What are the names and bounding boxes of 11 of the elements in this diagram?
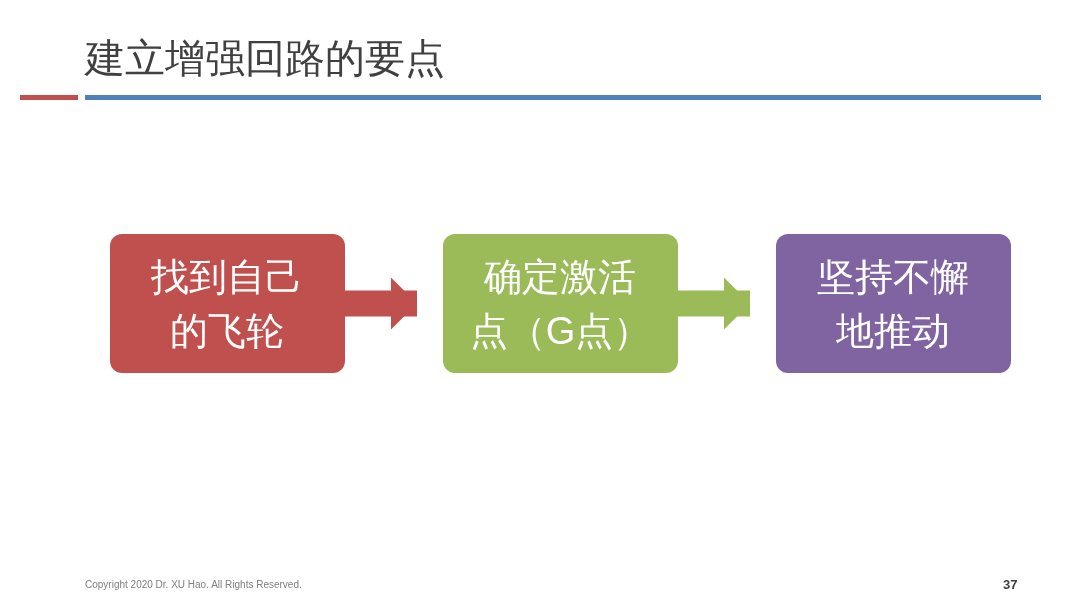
copyright-note: Copyright 2020 Dr. XU Hao. All Rights Reserved.	[85, 578, 302, 592]
slide-title: 建立增强回路的要点	[85, 35, 445, 82]
box-text: 确定激活点（G点）	[468, 254, 653, 354]
process-box	[776, 234, 1011, 373]
block-arrow	[345, 277, 417, 330]
process-box	[443, 234, 678, 373]
page-number: 37	[1003, 576, 1018, 594]
box-text: 找到自己的飞轮	[150, 254, 305, 354]
box-text: 坚持不懈地推动	[816, 254, 971, 354]
process-box	[110, 234, 345, 373]
block-arrow	[678, 277, 750, 330]
